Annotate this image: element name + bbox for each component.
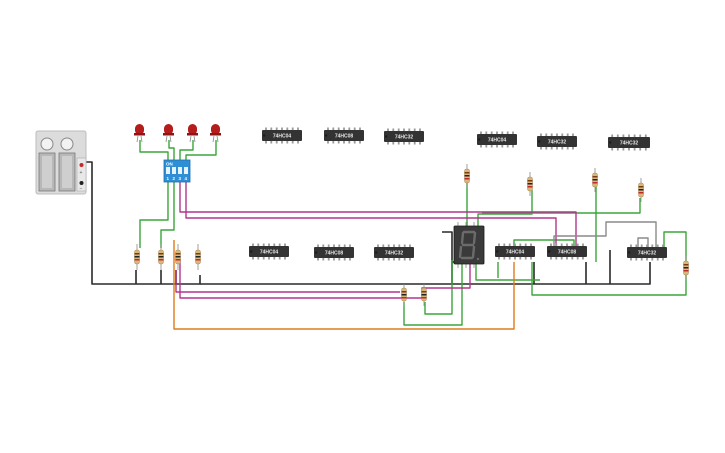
dip-number-4: 4 xyxy=(185,176,188,181)
resistor-9[interactable] xyxy=(401,284,407,306)
ic-chip-label: 74HC04 xyxy=(273,133,292,139)
resistor-10[interactable] xyxy=(421,284,427,306)
wire-gray-short[interactable] xyxy=(637,237,649,248)
seven-segment-display[interactable]: 8 xyxy=(0,0,485,268)
ic-chip-11[interactable]: 74HC08 xyxy=(547,243,587,260)
ic-chip-10[interactable]: 74HC04 xyxy=(495,243,535,260)
dip-toggle-2[interactable] xyxy=(172,167,176,174)
battery-terminal-block xyxy=(76,157,87,192)
resistor-5[interactable] xyxy=(464,164,470,188)
dip-number-2: 2 xyxy=(173,176,176,181)
ic-chip-label: 74HC32 xyxy=(385,250,404,256)
resistor-4[interactable] xyxy=(195,244,201,270)
ic-chip-label: 74HC32 xyxy=(548,139,567,145)
wire-gray-right[interactable] xyxy=(553,221,657,248)
ic-chip-12[interactable]: 74HC32 xyxy=(627,244,667,261)
resistors xyxy=(134,164,689,306)
resistor-6[interactable] xyxy=(527,172,533,196)
wire-green-right-loop[interactable] xyxy=(475,231,687,296)
battery-cell-top-right xyxy=(60,137,74,151)
wire-black-bus[interactable] xyxy=(135,231,453,285)
wire-green-lower-left[interactable] xyxy=(403,260,463,326)
wire-green-mid[interactable] xyxy=(497,239,575,278)
ic-chip-8[interactable]: 74HC08 xyxy=(314,244,354,261)
ic-chip-label: 74HC32 xyxy=(638,250,657,256)
wire-magenta-top[interactable] xyxy=(179,180,577,248)
led-1[interactable] xyxy=(134,124,145,143)
resistor-3[interactable] xyxy=(175,244,181,270)
ic-chip-label: 74HC04 xyxy=(488,137,507,143)
wire-green-led4[interactable] xyxy=(185,140,217,162)
wire-magenta-lower[interactable] xyxy=(175,270,400,293)
dip-toggle-1[interactable] xyxy=(166,167,170,174)
ic-chip-label: 74HC08 xyxy=(558,249,577,255)
ic-chip-6[interactable]: 74HC32 xyxy=(608,134,650,151)
ic-chip-9[interactable]: 74HC32 xyxy=(374,244,414,261)
led-3[interactable] xyxy=(187,124,198,143)
wire-magenta-second[interactable] xyxy=(185,180,557,248)
ic-chip-label: 74HC32 xyxy=(620,140,639,146)
dip-number-3: 3 xyxy=(179,176,182,181)
ic-chip-2[interactable]: 74HC08 xyxy=(324,127,364,144)
ic-chip-label: 74HC32 xyxy=(395,134,414,140)
ic-chip-label: 74HC04 xyxy=(260,249,279,255)
led-2[interactable] xyxy=(163,124,174,143)
ic-chips: 74HC04 74HC08 74HC32 74HC04 74HC32 74HC32 74HC… xyxy=(249,127,667,261)
resistor-2[interactable] xyxy=(158,244,164,270)
dip-on-label: ON xyxy=(166,162,173,167)
wire-green-led1[interactable] xyxy=(139,140,169,162)
ic-chip-label: 74HC04 xyxy=(506,249,525,255)
battery-terminal-positive[interactable] xyxy=(79,163,84,167)
wire-black-battery[interactable] xyxy=(86,161,201,285)
wire-green-dip-down[interactable] xyxy=(139,180,175,248)
ic-chip-5[interactable]: 74HC32 xyxy=(537,133,577,150)
led-4[interactable] xyxy=(210,124,221,143)
display-digit-value: 8 xyxy=(0,0,1,1)
ic-chip-label: 74HC08 xyxy=(335,133,354,139)
display-decimal-point xyxy=(476,257,480,261)
ic-chip-label: 74HC08 xyxy=(325,250,344,256)
ic-chip-3[interactable]: 74HC32 xyxy=(384,128,424,145)
wire-orange[interactable] xyxy=(173,240,515,330)
resistor-11[interactable] xyxy=(683,256,689,280)
dip-toggle-4[interactable] xyxy=(184,167,188,174)
ic-chip-1[interactable]: 74HC04 xyxy=(262,127,302,144)
wire-green-led2[interactable] xyxy=(168,140,175,162)
battery-terminal-negative[interactable] xyxy=(79,181,84,185)
dip-toggle-3[interactable] xyxy=(178,167,182,174)
wire-black-right[interactable] xyxy=(585,250,611,284)
battery-plus-label: + xyxy=(80,170,83,176)
ic-chip-4[interactable]: 74HC04 xyxy=(477,131,517,148)
resistor-7[interactable] xyxy=(592,168,598,192)
ic-chip-7[interactable]: 74HC04 xyxy=(249,243,289,260)
dip-switch[interactable]: ON 1 2 3 4 xyxy=(163,159,191,183)
display-digit-segments xyxy=(458,230,477,260)
battery-pack[interactable]: + − xyxy=(35,130,87,195)
resistor-8[interactable] xyxy=(638,178,644,202)
resistor-1[interactable] xyxy=(134,244,140,270)
wire-green-led3[interactable] xyxy=(179,140,194,162)
dip-number-1: 1 xyxy=(167,176,170,181)
battery-cell-top-left xyxy=(40,137,54,151)
battery-minus-label: − xyxy=(80,186,83,192)
